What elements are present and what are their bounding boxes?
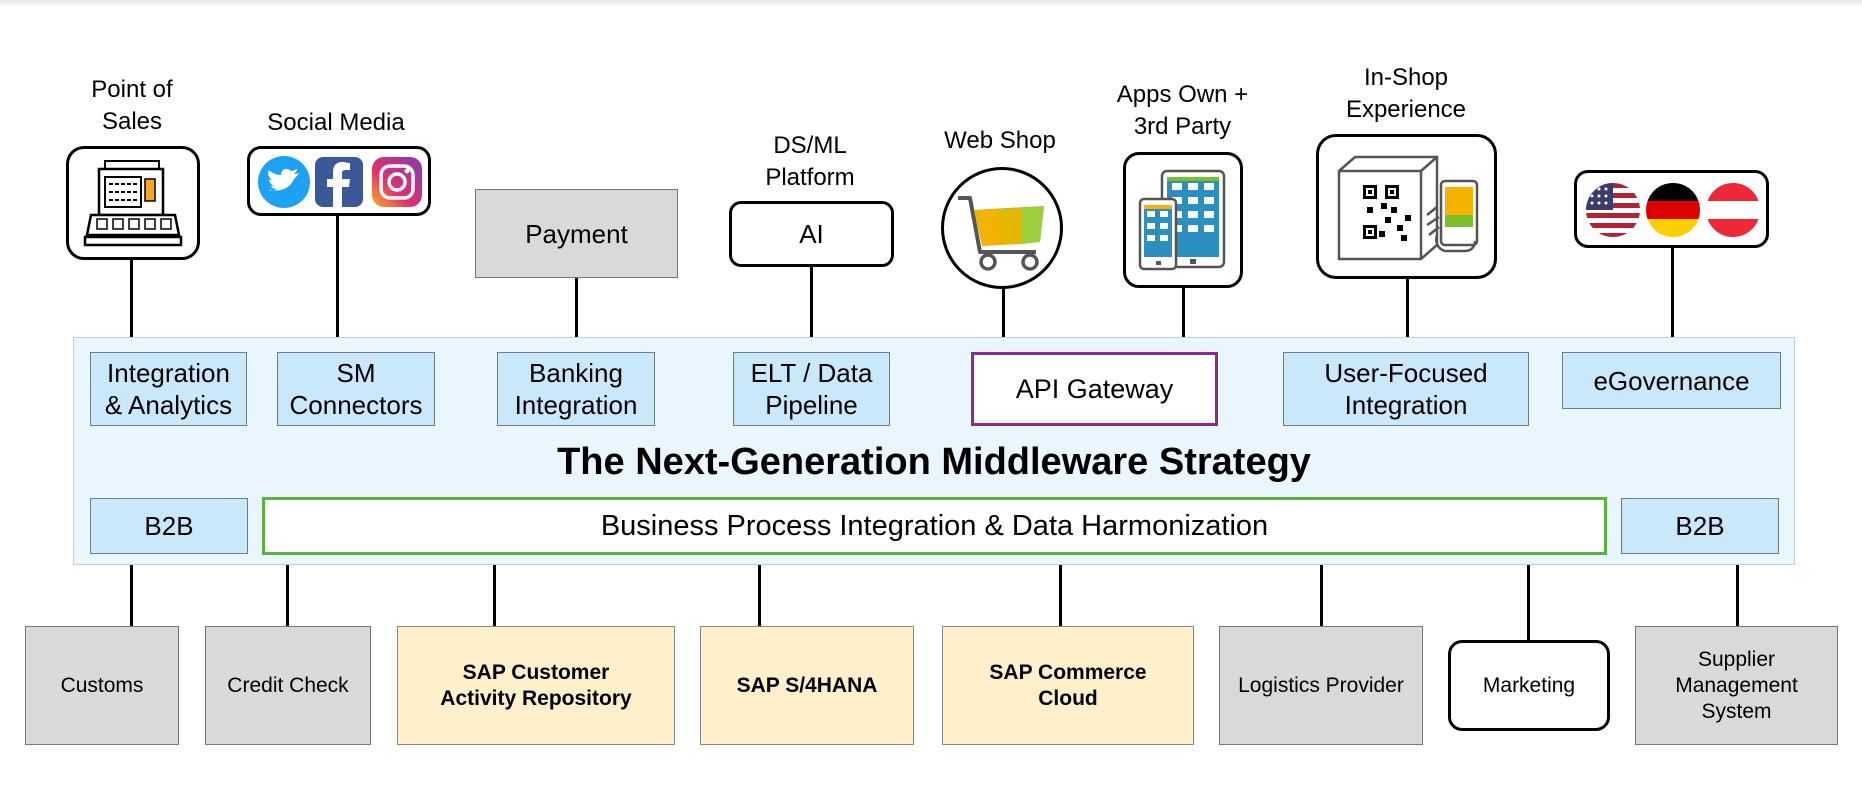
connector-webshop [1002,287,1005,353]
connector-flags [1671,246,1674,353]
label-social-media: Social Media [267,109,405,136]
label-point-of-sales: Point of Sales [91,76,173,135]
label-ds-ml-platform: DS/ML Platform [765,132,855,191]
connector-sap-s4 [758,553,761,628]
banking-integration-box: Banking Integration [497,352,655,426]
apps-box [1123,152,1243,288]
twitter-icon [258,156,310,208]
social-icons-group [258,156,422,208]
qr-scan-icon [1337,155,1479,261]
shopping-cart-icon [958,196,1044,271]
connector-supplier [1736,553,1739,628]
germany-flag-icon [1646,183,1700,237]
user-focused-integration-box: User-Focused Integration [1283,352,1529,426]
connector-pos [130,258,133,353]
social-media-box [247,146,431,216]
connector-credit-check [286,553,289,628]
ai-box: AI [729,201,894,267]
egovernance-box: eGovernance [1562,352,1781,409]
facebook-icon [315,157,363,207]
label-web-shop: Web Shop [944,127,1056,154]
supplier-management-system-box: Supplier Management System [1635,626,1838,745]
integration-analytics-box: Integration & Analytics [90,352,247,426]
logistics-provider-box: Logistics Provider [1219,626,1423,745]
b2b-left-box: B2B [90,498,248,554]
label-in-shop-experience: In-Shop Experience [1345,64,1467,123]
marketing-box: Marketing [1448,640,1610,731]
web-shop-circle [941,167,1063,289]
connector-customs [130,553,133,628]
connector-payment [575,277,578,353]
cash-register-icon [83,160,183,247]
point-of-sales-box [66,146,200,260]
flags-box [1574,170,1769,248]
connector-apps [1182,286,1185,353]
payment-box: Payment [475,189,678,278]
connector-marketing [1527,553,1530,642]
connector-inshop [1406,278,1409,353]
label-apps: Apps Own + 3rd Party [1116,81,1249,140]
connector-ai [810,266,813,353]
strategy-title: The Next-Generation Middleware Strategy [557,441,1311,483]
sap-commerce-cloud-box: SAP Commerce Cloud [942,626,1194,745]
tablet-phone-icon [1138,169,1226,271]
connector-sap-car [493,553,496,628]
connector-logistics [1320,553,1323,628]
customs-box: Customs [25,626,179,745]
connector-social [336,214,339,353]
sm-connectors-box: SM Connectors [277,352,435,426]
country-flags-icon [1586,183,1760,237]
api-gateway-box: API Gateway [971,352,1218,426]
in-shop-box [1316,134,1497,279]
business-process-integration-box: Business Process Integration & Data Harm… [262,497,1607,555]
connector-sap-commerce [1059,553,1062,628]
page-top-shadow [0,0,1862,8]
sap-s4hana-box: SAP S/4HANA [700,626,914,745]
credit-check-box: Credit Check [205,626,371,745]
instagram-icon [372,157,422,207]
b2b-right-box: B2B [1621,498,1779,554]
sap-customer-activity-repository-box: SAP Customer Activity Repository [397,626,675,745]
elt-data-pipeline-box: ELT / Data Pipeline [733,352,890,426]
usa-flag-icon [1586,183,1640,237]
austria-flag-icon [1706,183,1760,237]
